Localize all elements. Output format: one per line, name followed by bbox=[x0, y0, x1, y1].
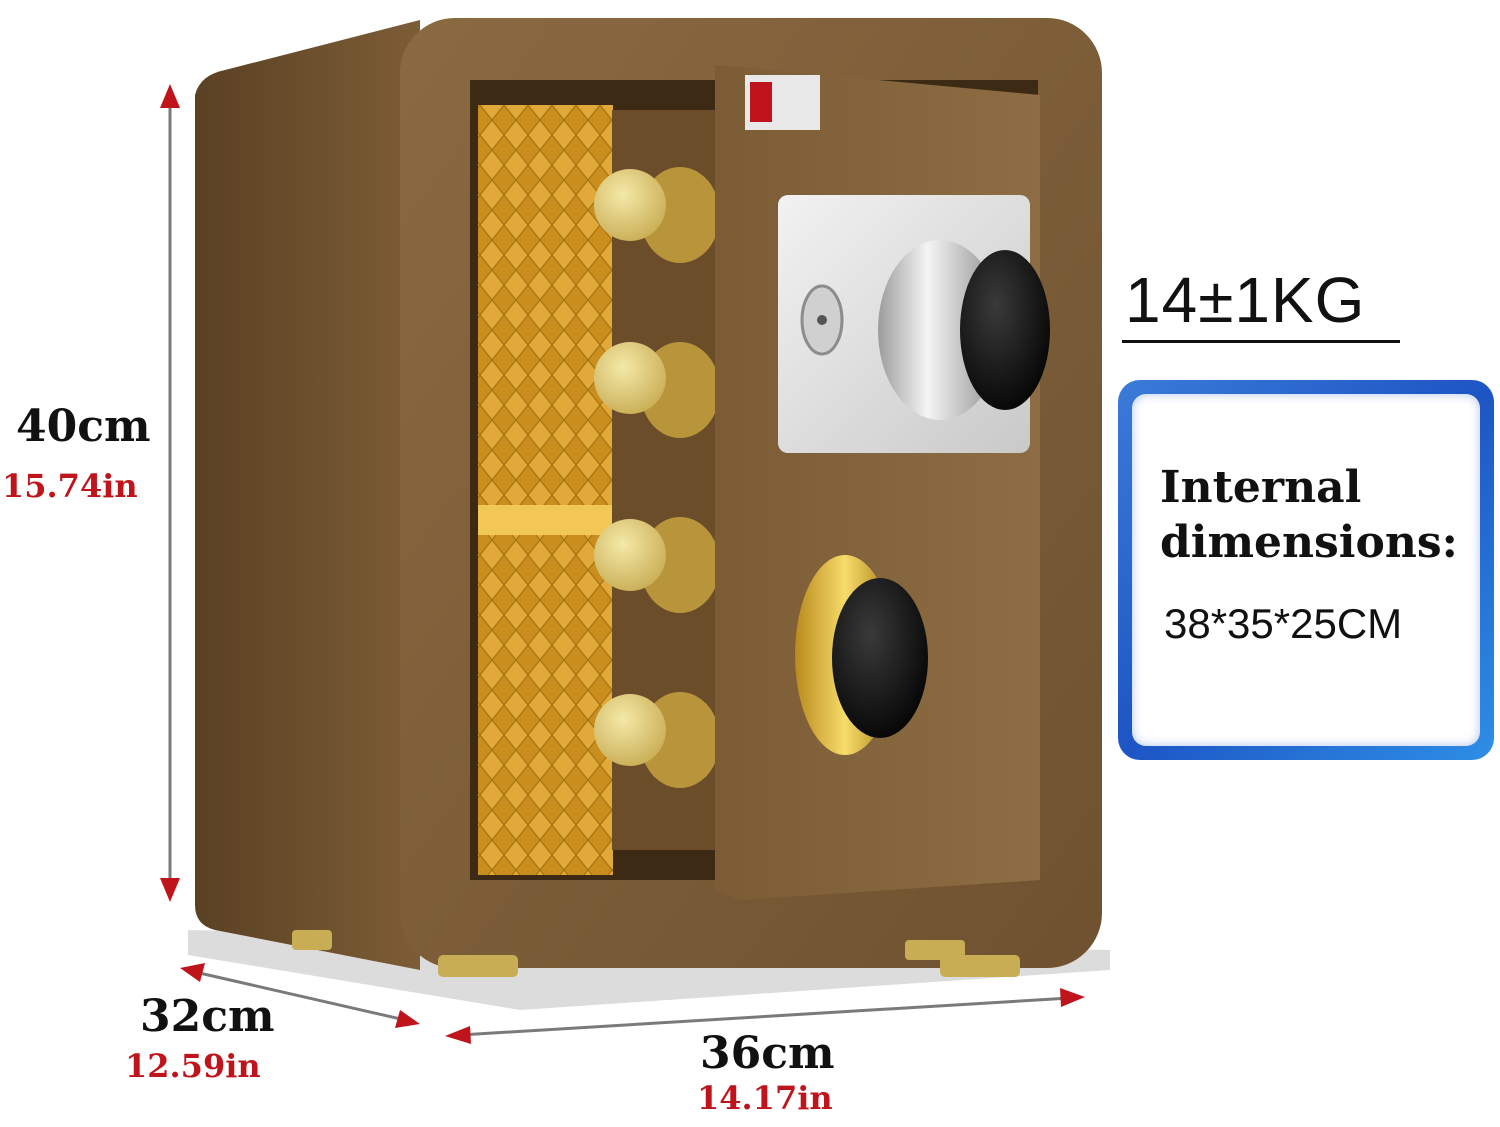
internal-dimensions-panel: Internal dimensions: 38*35*25CM bbox=[1132, 394, 1480, 746]
internal-dimensions-value: 38*35*25CM bbox=[1164, 600, 1403, 647]
safe-door bbox=[715, 65, 1040, 900]
width-cm-label: 36cm bbox=[700, 1028, 835, 1079]
depth-cm-label: 32cm bbox=[140, 991, 275, 1042]
height-arrow-bottom bbox=[160, 878, 180, 902]
depth-arrow-right bbox=[395, 1010, 420, 1028]
width-arrow-right bbox=[1060, 988, 1085, 1007]
locking-bolts bbox=[594, 167, 720, 788]
height-arrow-top bbox=[160, 84, 180, 108]
height-cm-label: 40cm bbox=[16, 401, 151, 452]
width-arrow-left bbox=[445, 1026, 471, 1044]
safe-side-panel bbox=[195, 20, 420, 970]
weight-underline bbox=[1122, 340, 1400, 343]
weight-label: 14±1KG bbox=[1125, 264, 1366, 336]
handle-knob bbox=[832, 578, 928, 738]
safe-feet bbox=[292, 930, 1020, 977]
internal-title-line1: Internal bbox=[1160, 462, 1362, 513]
dimension-arrows bbox=[168, 100, 1071, 1037]
dial-knob bbox=[960, 250, 1050, 410]
depth-arrow-left bbox=[180, 963, 205, 982]
internal-dimensions-box: Internal dimensions: 38*35*25CM bbox=[1118, 380, 1494, 760]
internal-title-line2: dimensions: bbox=[1160, 517, 1458, 568]
interior-lining bbox=[478, 105, 613, 875]
width-in-label: 14.17in bbox=[697, 1079, 833, 1117]
depth-in-label: 12.59in bbox=[125, 1047, 261, 1085]
height-in-label: 15.74in bbox=[2, 467, 138, 505]
interior-shelf bbox=[478, 505, 613, 535]
